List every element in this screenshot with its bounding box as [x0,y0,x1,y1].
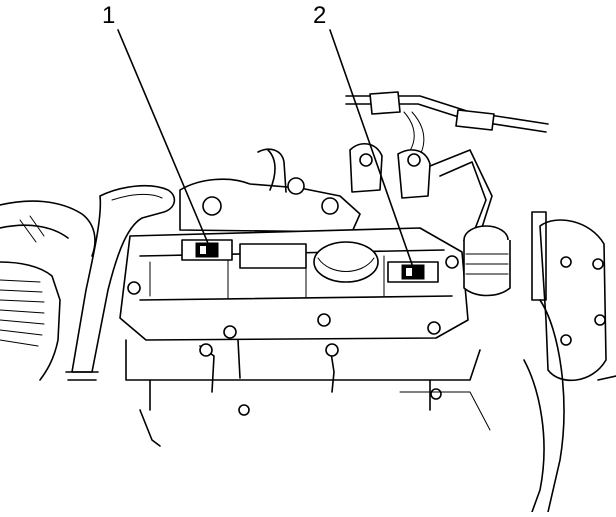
oil-filler-cap [313,241,379,283]
engine-block [125,339,491,447]
fuel-lines [345,91,549,243]
callout-label-1: 1 [102,2,116,29]
leader-line-2 [329,29,415,271]
timing-housing [523,211,616,513]
fan-pulley [0,200,96,381]
part-2-label-plate [387,261,439,283]
leader-line-1 [117,29,211,249]
cover-nameplate [239,243,307,269]
leader-lines [117,29,415,271]
radiator-hose [65,184,176,381]
water-outlet [463,225,511,297]
part-1-label-plate [181,239,233,261]
intake-bracket [179,148,361,233]
callout-label-2: 2 [313,2,327,29]
